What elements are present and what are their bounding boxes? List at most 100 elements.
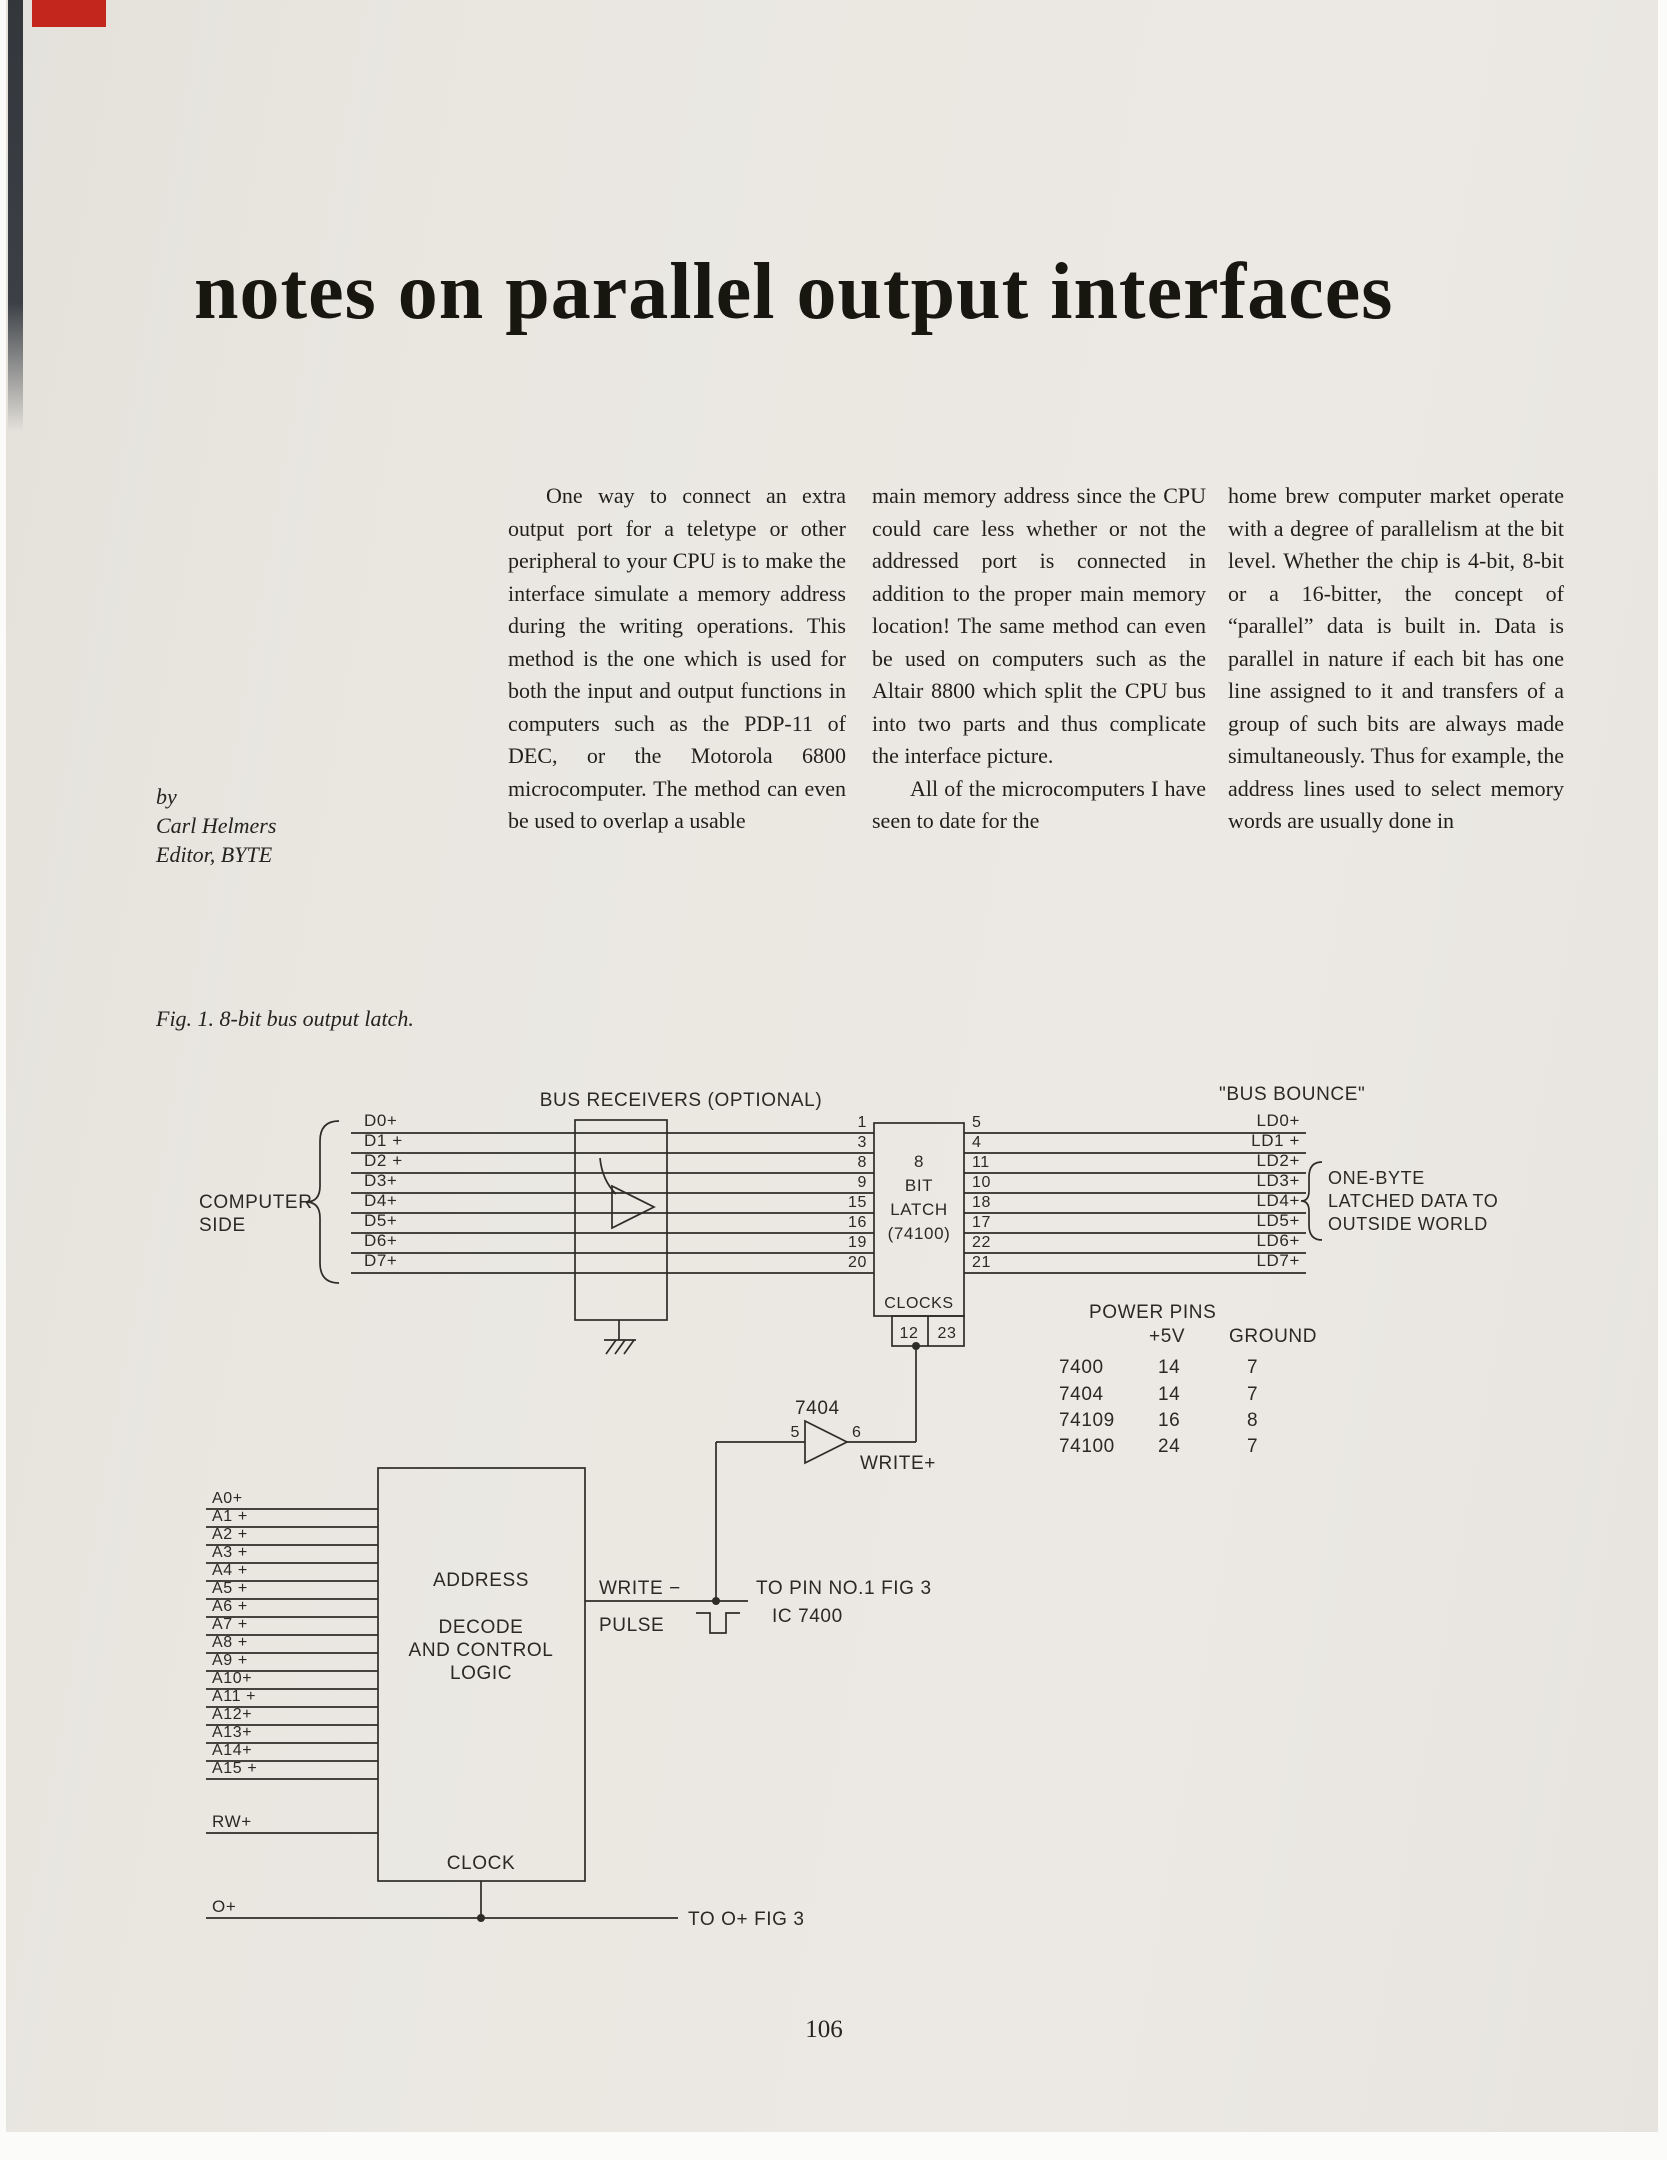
latch-label: (74100): [888, 1224, 951, 1243]
latch-label: BIT: [905, 1176, 933, 1195]
phase-label: O+: [212, 1897, 236, 1916]
paragraph: main memory address since the CPU could …: [872, 483, 1206, 768]
junction-dot: [912, 1342, 920, 1350]
latch-pin-right: 22: [972, 1234, 991, 1251]
data-line-label: D5+: [364, 1211, 397, 1230]
latch-pin-right: 21: [972, 1254, 991, 1271]
output-line-label: LD4+: [1256, 1191, 1300, 1210]
article-title: notes on parallel output interfaces: [194, 248, 1394, 336]
address-line-label: A2 +: [212, 1526, 248, 1543]
power-row-gnd: 7: [1247, 1384, 1258, 1405]
output-line-label: LD1 +: [1251, 1131, 1300, 1150]
text-column-2: main memory address since the CPU could …: [872, 480, 1206, 838]
byline-role: Editor, BYTE: [156, 842, 273, 867]
spine-shadow: [8, 0, 23, 432]
bus-receivers-label: BUS RECEIVERS (OPTIONAL): [540, 1090, 823, 1111]
address-line-label: A1 +: [212, 1508, 248, 1525]
left-brace: [305, 1120, 340, 1284]
ground-icon: [614, 1339, 626, 1355]
output-line-label: LD3+: [1256, 1171, 1300, 1190]
bus-receivers-box: [574, 1119, 668, 1321]
latch-pin-left: 19: [848, 1234, 867, 1251]
latch-pin-right: 10: [972, 1174, 991, 1191]
output-line-label: LD5+: [1256, 1211, 1300, 1230]
decode-box-label: DECODE: [439, 1617, 524, 1638]
latch-pin-left: 9: [858, 1174, 868, 1191]
power-row-gnd: 8: [1247, 1410, 1258, 1431]
write-plus-label: WRITE+: [860, 1453, 936, 1474]
data-line-label: D6+: [364, 1231, 397, 1250]
latch-pin-left: 15: [848, 1194, 867, 1211]
junction-dot: [712, 1597, 720, 1605]
page-number: 106: [805, 2016, 843, 2043]
latch-pin-right: 17: [972, 1214, 991, 1231]
pulse-waveform-icon: [696, 1612, 740, 1634]
address-line-label: A6 +: [212, 1598, 248, 1615]
paragraph: All of the microcomputers I have seen to…: [872, 775, 1206, 834]
data-line-label: D0+: [364, 1111, 397, 1130]
junction-dot: [477, 1914, 485, 1922]
latch-pin-right: 4: [972, 1134, 982, 1151]
decode-box-label: ADDRESS: [433, 1570, 529, 1591]
byline: by Carl Helmers Editor, BYTE: [156, 782, 276, 869]
byline-name: Carl Helmers: [156, 813, 277, 838]
latch-label: 8: [914, 1152, 924, 1171]
bus-bounce-label: "BUS BOUNCE": [1219, 1084, 1365, 1105]
clocks-label: CLOCKS: [884, 1295, 953, 1312]
decode-box-label: AND CONTROL: [409, 1640, 554, 1661]
text-column-1: One way to connect an extra output port …: [508, 483, 846, 833]
inverter-pin: 5: [791, 1424, 801, 1441]
buffer-triangle-icon: [611, 1184, 656, 1230]
power-row-5v: 14: [1158, 1384, 1180, 1405]
power-row-gnd: 7: [1247, 1436, 1258, 1457]
data-line-label: D7+: [364, 1251, 397, 1270]
circuit-diagram: BUS RECEIVERS (OPTIONAL) "BUS BOUNCE" CO…: [199, 1084, 1498, 1930]
latch-pin-left: 20: [848, 1254, 867, 1271]
address-line-label: A5 +: [212, 1580, 248, 1597]
power-row-5v: 14: [1158, 1357, 1180, 1378]
power-pins-col-5v: +5V: [1149, 1326, 1185, 1347]
latch-label: LATCH: [890, 1200, 947, 1219]
right-brace: [1300, 1161, 1323, 1241]
data-line-label: D2 +: [364, 1151, 403, 1170]
clock-pin: 12: [900, 1325, 919, 1342]
address-line-label: A4 +: [212, 1562, 248, 1579]
address-line-label: A0+: [212, 1490, 243, 1507]
inverter-pin: 6: [852, 1424, 862, 1441]
address-line-label: A14+: [212, 1742, 252, 1759]
address-line-label: A15 +: [212, 1760, 257, 1777]
rw-label: RW+: [212, 1812, 252, 1831]
write-minus-label: WRITE −: [599, 1578, 681, 1599]
address-line-label: A9 +: [212, 1652, 248, 1669]
buffer-arrow-icon: [599, 1157, 617, 1195]
power-row-part: 7404: [1059, 1384, 1104, 1405]
computer-side-label: COMPUTER: [199, 1192, 313, 1213]
decode-box-label: LOGIC: [450, 1663, 512, 1684]
data-line-label: D3+: [364, 1171, 397, 1190]
output-line-label: LD2+: [1256, 1151, 1300, 1170]
magazine-page: notes on parallel output interfaces by C…: [6, 0, 1658, 2132]
latch-pin-left: 3: [858, 1134, 868, 1151]
to-phase-label: TO O+ FIG 3: [688, 1909, 805, 1930]
power-row-5v: 24: [1158, 1436, 1180, 1457]
data-line-label: D1 +: [364, 1131, 403, 1150]
address-line-label: A7 +: [212, 1616, 248, 1633]
red-registration-mark: [32, 0, 106, 27]
output-line-label: LD6+: [1256, 1231, 1300, 1250]
address-line-label: A3 +: [212, 1544, 248, 1561]
power-row-5v: 16: [1158, 1410, 1180, 1431]
latch-pin-right: 5: [972, 1114, 982, 1131]
output-line-label: LD7+: [1256, 1251, 1300, 1270]
latch-pin-left: 1: [858, 1114, 868, 1131]
outside-world-note: OUTSIDE WORLD: [1328, 1214, 1488, 1234]
inverter-label: 7404: [795, 1398, 840, 1419]
latch-pin-left: 8: [858, 1154, 868, 1171]
power-pins-title: POWER PINS: [1089, 1302, 1216, 1323]
clock-label: CLOCK: [447, 1853, 515, 1874]
figure-caption: Fig. 1. 8-bit bus output latch.: [156, 1006, 414, 1031]
power-row-part: 74100: [1059, 1436, 1115, 1457]
pulse-label: PULSE: [599, 1615, 664, 1636]
clock-pin: 23: [938, 1325, 957, 1342]
ground-icon: [605, 1339, 617, 1355]
power-row-gnd: 7: [1247, 1357, 1258, 1378]
